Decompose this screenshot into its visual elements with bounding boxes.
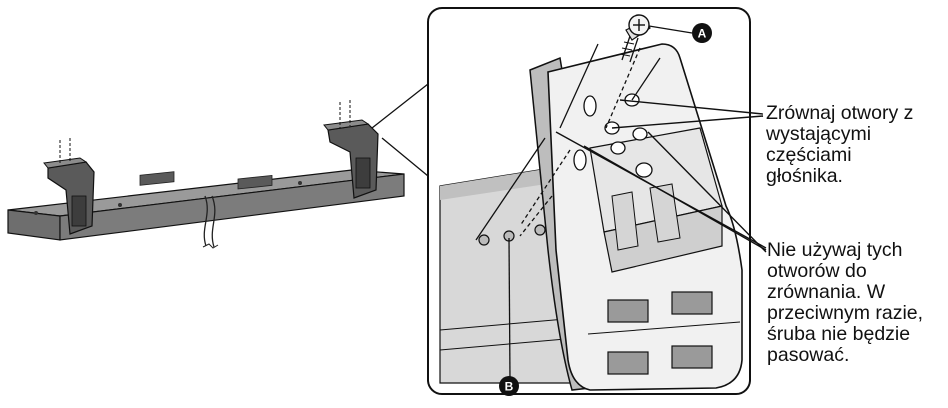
speaker-cable xyxy=(203,195,216,248)
badge-b: B xyxy=(499,376,519,396)
zoom-line-top xyxy=(371,83,429,129)
bracket-slot-1 xyxy=(583,95,597,117)
speaker-bar-overview xyxy=(7,100,405,249)
badge-a: A xyxy=(692,23,712,43)
bracket-hole-3 xyxy=(632,127,648,141)
detail-panel xyxy=(427,7,751,395)
zoom-line-bottom xyxy=(381,137,429,177)
callout-leaders xyxy=(555,99,767,253)
callout-do-not-use-holes: Nie używaj tych otworów do zrównania. W … xyxy=(767,239,924,366)
leader-b xyxy=(508,237,511,381)
guide-lines xyxy=(475,43,661,241)
bracket-right-overview xyxy=(323,100,379,199)
bracket-hole-4 xyxy=(610,141,626,155)
screw-icon xyxy=(619,14,651,63)
speaker-protrusion-1 xyxy=(478,234,490,246)
speaker-bar-side xyxy=(59,173,405,241)
badge-b-label: B xyxy=(505,380,514,394)
badge-a-label: A xyxy=(698,27,707,41)
bracket-slot-2 xyxy=(573,149,587,171)
speaker-protrusion-3 xyxy=(534,224,546,236)
bracket-hole-5 xyxy=(635,162,653,178)
bracket-left-overview xyxy=(43,138,95,235)
callout-align-holes: Zrównaj otwory z wystającymi częściami g… xyxy=(766,102,914,187)
speaker-bar-front xyxy=(7,209,61,241)
